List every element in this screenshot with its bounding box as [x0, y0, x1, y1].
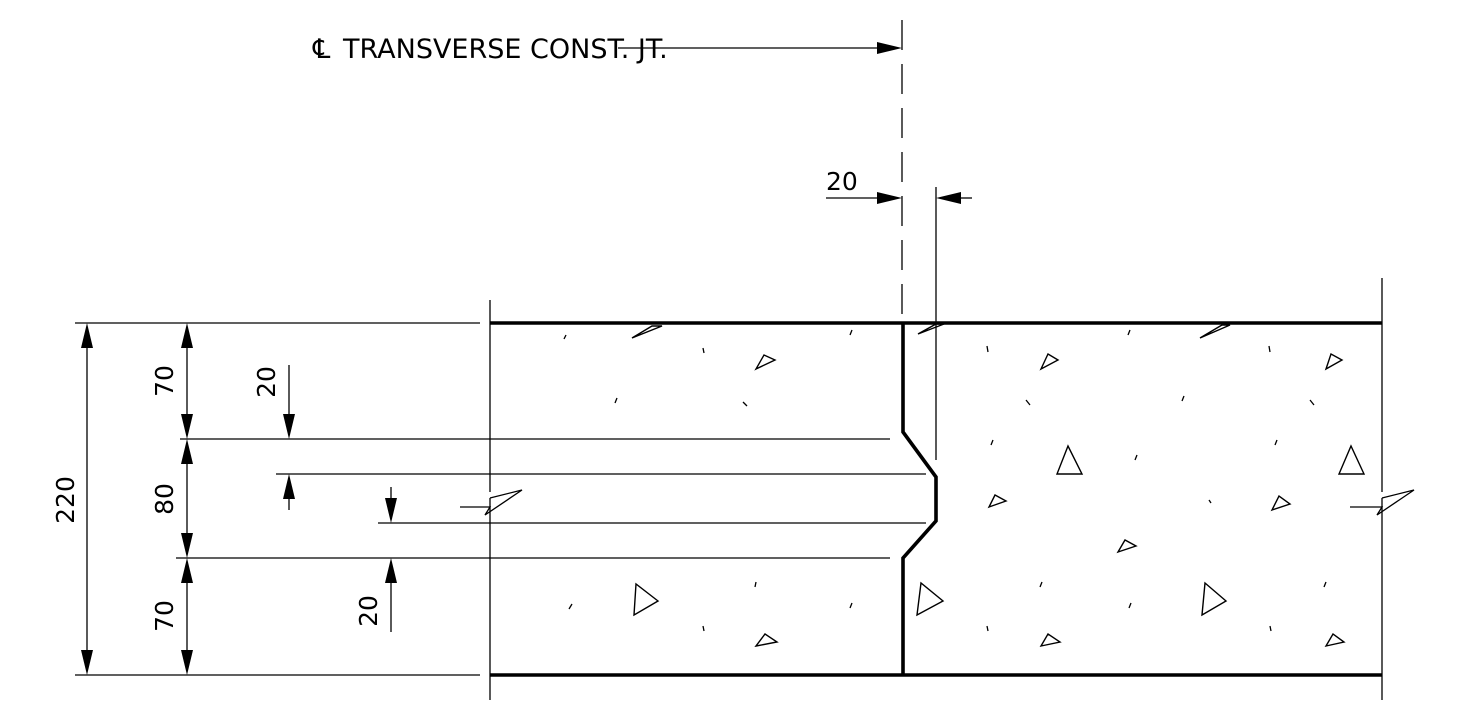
key-depth-text: 20	[826, 167, 858, 196]
total-depth-dimension: 220	[51, 323, 93, 675]
key-top-offset-text: 20	[252, 366, 281, 398]
joint-key-profile	[901, 323, 938, 675]
key-bottom-offset-dimension: 20	[354, 487, 397, 632]
centerline-callout: ℄ TRANSVERSE CONST. JT.	[312, 34, 902, 65]
centerline-symbol: ℄	[312, 34, 331, 65]
total-depth-text: 220	[51, 476, 80, 524]
key-bottom-offset-text: 20	[354, 595, 383, 627]
top-zone-text: 70	[150, 365, 179, 397]
key-depth-arrow-right	[936, 192, 961, 204]
right-break-line	[1350, 278, 1415, 700]
key-top-offset-dimension: 20	[252, 365, 295, 510]
zone-dimension-chain: 70 80 70	[150, 323, 193, 675]
middle-zone-text: 80	[150, 483, 179, 515]
concrete-hatch-right	[916, 323, 1366, 648]
key-depth-arrow-left	[877, 192, 902, 204]
left-break-line	[460, 300, 523, 700]
key-depth-dimension: 20	[826, 167, 972, 460]
concrete-hatch-left	[563, 325, 853, 648]
callout-arrowhead	[877, 42, 902, 54]
callout-label: TRANSVERSE CONST. JT.	[342, 34, 668, 65]
bottom-zone-text: 70	[150, 600, 179, 632]
